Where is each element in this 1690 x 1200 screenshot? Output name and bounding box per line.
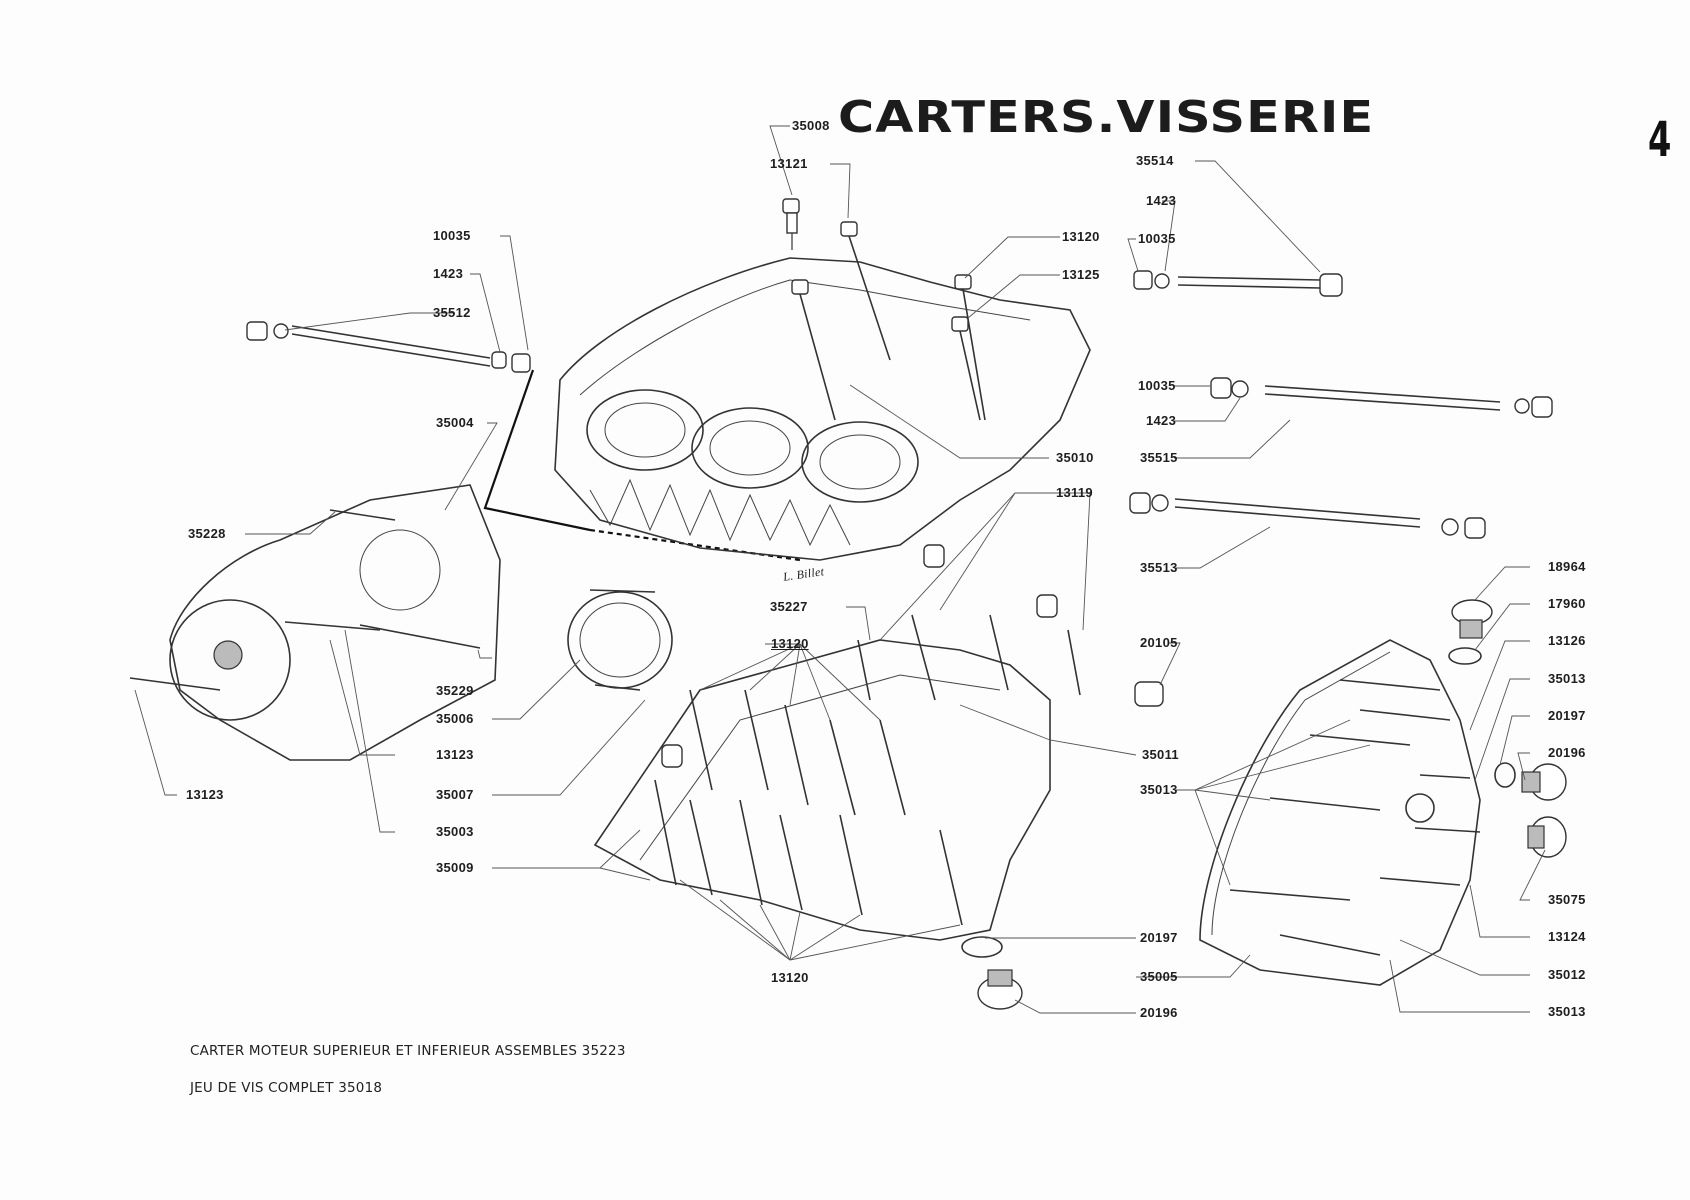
bolt-13125b: [951, 316, 981, 421]
long-bolt-35513: [1129, 492, 1486, 539]
left-cover: [129, 484, 501, 761]
part-label[interactable]: 1423: [1146, 413, 1177, 428]
part-label[interactable]: 35075: [1548, 892, 1586, 907]
plug-35075: [1527, 816, 1567, 858]
upper-crankcase: [554, 257, 1091, 561]
long-bolt-35512: [246, 321, 531, 373]
part-label[interactable]: 13120: [771, 636, 809, 651]
part-label[interactable]: 35007: [436, 787, 474, 802]
part-label[interactable]: 18964: [1548, 559, 1586, 574]
leader-lines: [134, 125, 1546, 1014]
part-label[interactable]: 35229: [436, 683, 474, 698]
part-label[interactable]: 35010: [1056, 450, 1094, 465]
page-title: CARTERS.VISSERIE: [838, 92, 1375, 143]
reference-cable-line: [483, 369, 591, 532]
part-label[interactable]: 35514: [1136, 153, 1174, 168]
part-label[interactable]: 13123: [186, 787, 224, 802]
right-cover: [1199, 639, 1481, 986]
part-label[interactable]: 35005: [1140, 969, 1178, 984]
part-label[interactable]: 35008: [792, 118, 830, 133]
part-label[interactable]: 35011: [1142, 747, 1179, 762]
washer-17960: [1448, 647, 1482, 665]
part-label[interactable]: 35515: [1140, 450, 1178, 465]
washer-20197-right: [1494, 762, 1516, 788]
part-label[interactable]: 35013: [1140, 782, 1178, 797]
spacer-left: [661, 744, 683, 768]
part-label[interactable]: 35512: [433, 305, 471, 320]
part-label[interactable]: 35013: [1548, 1004, 1586, 1019]
lower-crankcase: [593, 639, 1051, 941]
part-label[interactable]: 35006: [436, 711, 474, 726]
part-label[interactable]: 35012: [1548, 967, 1586, 982]
bolt-13125: [954, 274, 986, 421]
bolt-13120-top: [791, 279, 836, 421]
plug-20196-bottom: [961, 936, 1023, 1010]
part-label[interactable]: 13126: [1548, 633, 1586, 648]
spacer-top: [1036, 594, 1058, 618]
part-label[interactable]: 13120: [1062, 229, 1100, 244]
part-label[interactable]: 20196: [1140, 1005, 1178, 1020]
part-label[interactable]: 35227: [770, 599, 808, 614]
footer-screw-set-note: JEU DE VIS COMPLET 35018: [190, 1080, 383, 1096]
part-label[interactable]: 20197: [1140, 930, 1178, 945]
part-label[interactable]: 20105: [1140, 635, 1178, 650]
part-label[interactable]: 35004: [436, 415, 474, 430]
part-label[interactable]: 20197: [1548, 708, 1586, 723]
part-label[interactable]: 13123: [436, 747, 474, 762]
part-label[interactable]: 1423: [1146, 193, 1177, 208]
part-label[interactable]: 1423: [433, 266, 464, 281]
part-label[interactable]: 13120: [771, 970, 809, 985]
bolt-13121: [840, 221, 891, 361]
part-label[interactable]: 10035: [1138, 378, 1176, 393]
part-label[interactable]: 10035: [433, 228, 471, 243]
plug-18964: [1451, 599, 1493, 639]
spacer-20105: [1134, 681, 1164, 707]
footer-assembly-note: CARTER MOTEUR SUPERIEUR ET INFERIEUR ASS…: [190, 1043, 626, 1059]
page-number: 4: [1648, 112, 1672, 168]
part-label[interactable]: 13125: [1062, 267, 1100, 282]
part-label[interactable]: 35003: [436, 824, 474, 839]
plug-20196-right: [1521, 763, 1567, 801]
spacer-mid: [923, 544, 945, 568]
part-label[interactable]: 35513: [1140, 560, 1178, 575]
part-label[interactable]: 35013: [1548, 671, 1586, 686]
bolt-35008: [782, 198, 800, 250]
long-bolt-35515: [1210, 377, 1553, 418]
part-label[interactable]: 17960: [1548, 596, 1586, 611]
part-label[interactable]: 13121: [770, 156, 808, 171]
lower-case-bolts: [654, 614, 1081, 926]
part-label[interactable]: 13124: [1548, 929, 1586, 944]
part-label[interactable]: 35228: [188, 526, 226, 541]
long-bolt-35514: [1133, 270, 1343, 297]
gasket-35006: [567, 589, 673, 691]
part-label[interactable]: 35009: [436, 860, 474, 875]
part-label[interactable]: 10035: [1138, 231, 1176, 246]
part-label[interactable]: 20196: [1548, 745, 1586, 760]
part-label[interactable]: 13119: [1056, 485, 1093, 500]
